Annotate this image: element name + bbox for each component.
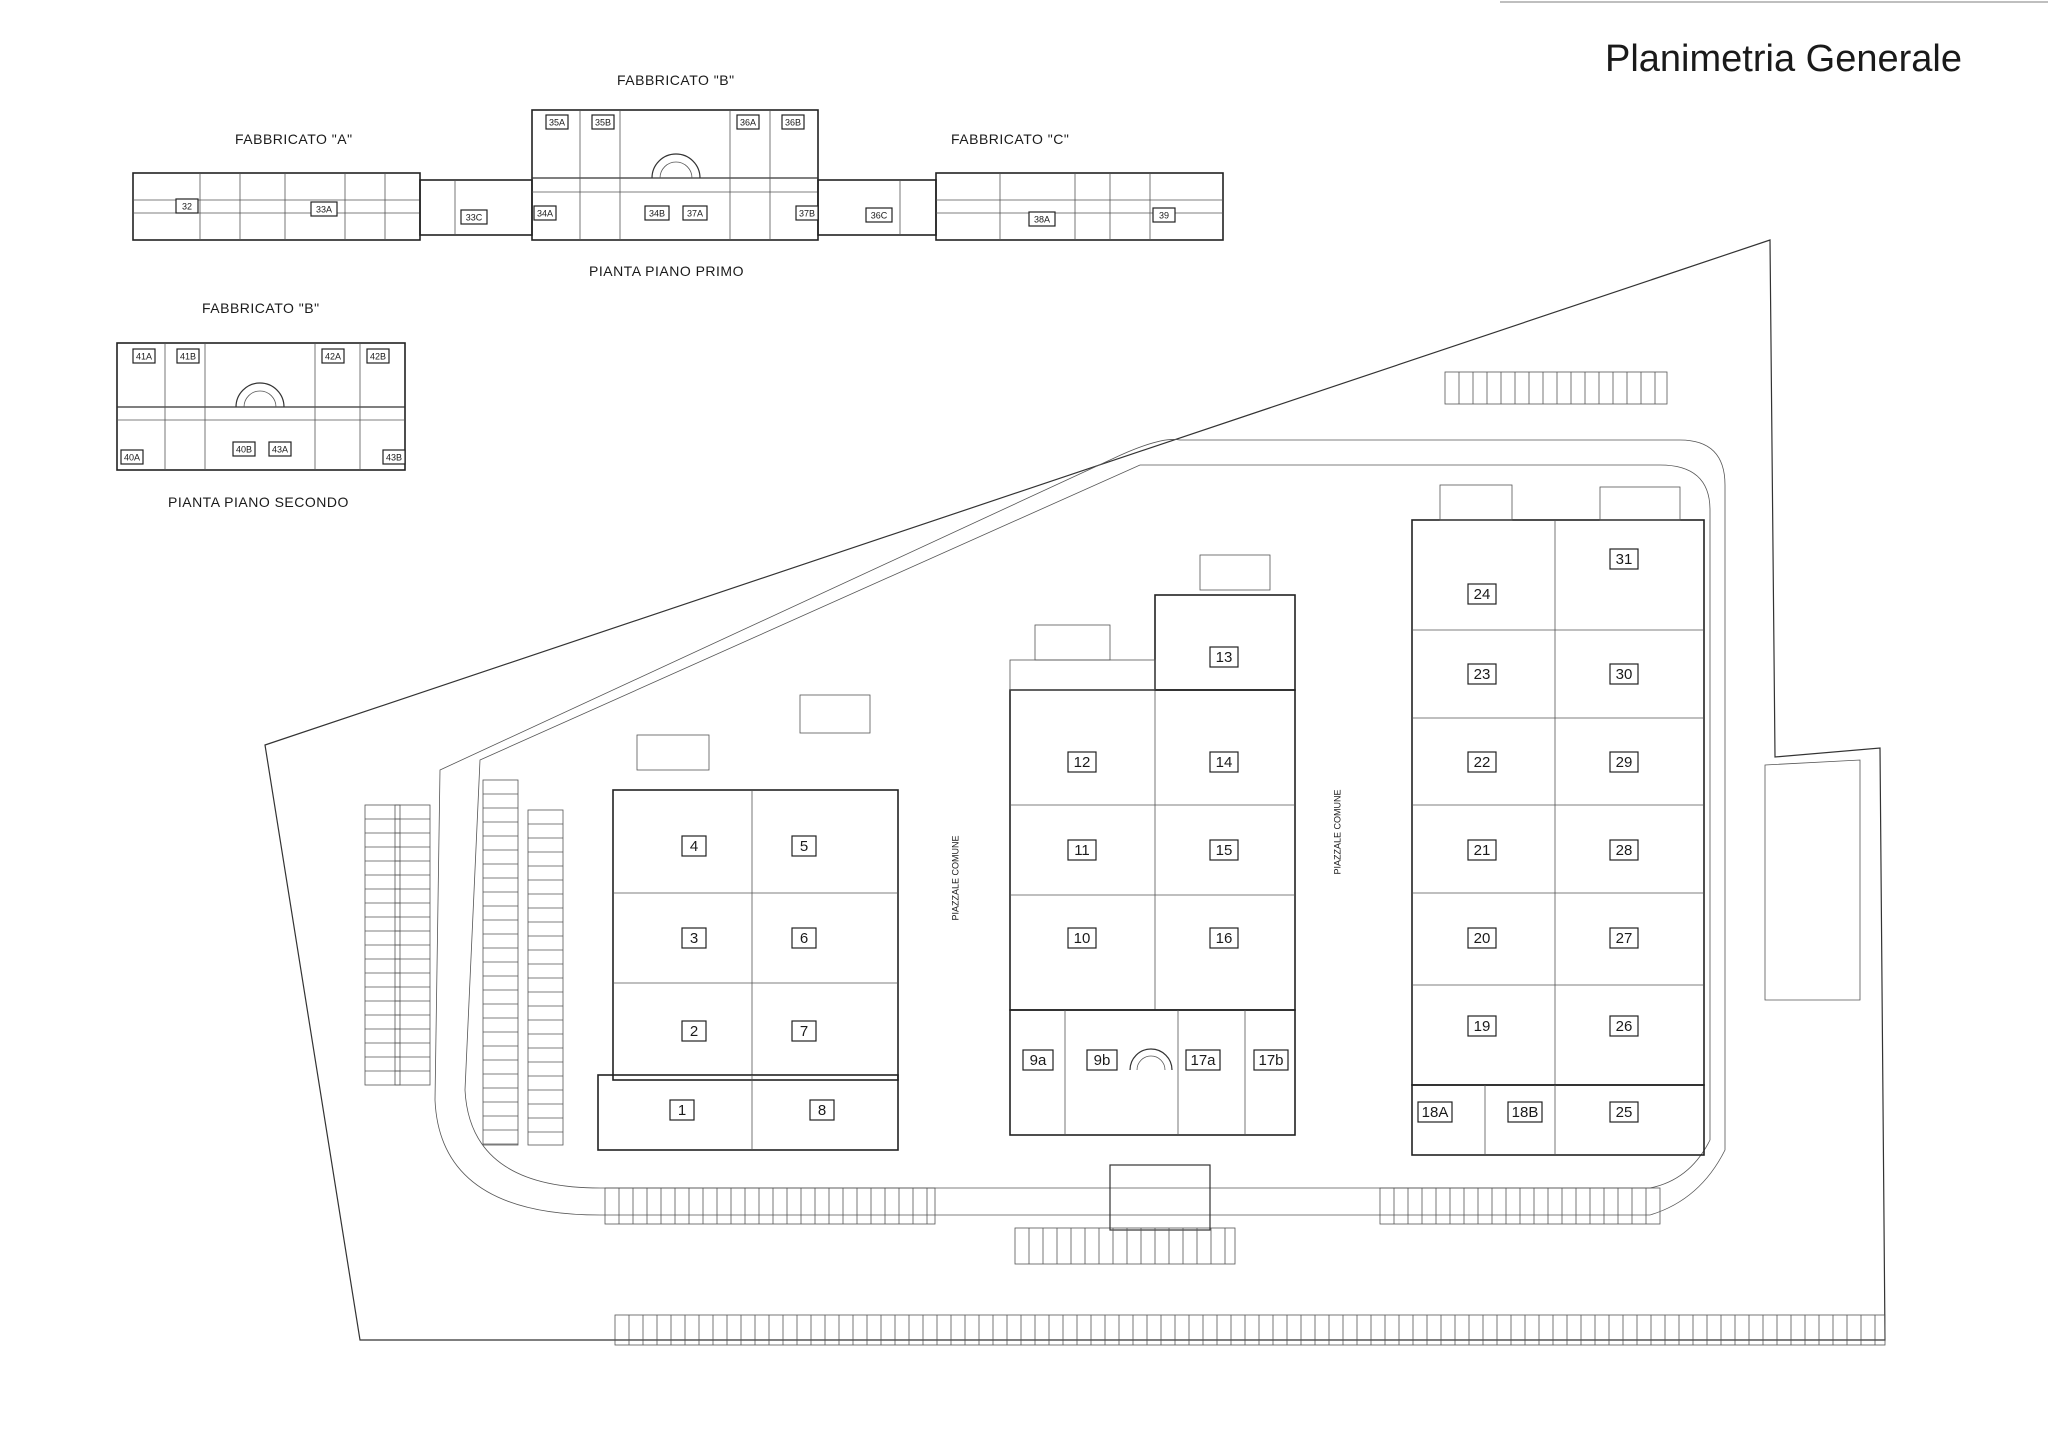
unit-tag: 23 bbox=[1474, 666, 1491, 683]
unit-tag: 19 bbox=[1474, 1018, 1491, 1035]
unit-tag: 28 bbox=[1616, 842, 1633, 859]
building-a-label: FABBRICATO "A" bbox=[235, 131, 353, 147]
unit-tag: 43A bbox=[272, 444, 288, 454]
site-plan: PIAZZALE COMUNE PIAZZALE COMUNE bbox=[264, 239, 1886, 1346]
unit-tag: 40B bbox=[236, 444, 252, 454]
unit-tag: 22 bbox=[1474, 754, 1491, 771]
central-green bbox=[1109, 1164, 1211, 1231]
unit-tag: 38A bbox=[1034, 214, 1050, 224]
unit-tag: 9b bbox=[1094, 1052, 1111, 1069]
unit-tag: 36A bbox=[740, 117, 756, 127]
building-c-label: FABBRICATO "C" bbox=[951, 131, 1069, 147]
unit-tag: 18A bbox=[1422, 1104, 1449, 1121]
unit-tag: 33C bbox=[466, 212, 483, 222]
second-floor-building-b-label: FABBRICATO "B" bbox=[202, 300, 320, 316]
unit-tag: 37A bbox=[687, 208, 703, 218]
unit-tag: 34B bbox=[649, 208, 665, 218]
unit-tag: 17b bbox=[1258, 1052, 1283, 1069]
block-west bbox=[597, 694, 899, 1151]
unit-tag: 39 bbox=[1159, 210, 1169, 220]
parking-rows bbox=[364, 371, 1886, 1346]
unit-tag: 42A bbox=[325, 351, 341, 361]
unit-tag: 35A bbox=[549, 117, 565, 127]
unit-tag: 42B bbox=[370, 351, 386, 361]
unit-tag: 36C bbox=[871, 210, 888, 220]
unit-tag: 41B bbox=[180, 351, 196, 361]
unit-tag: 30 bbox=[1616, 666, 1633, 683]
ring-road-outer bbox=[434, 439, 1726, 1216]
unit-tag: 33A bbox=[316, 204, 332, 214]
unit-tag: 7 bbox=[800, 1023, 808, 1040]
unit-tag: 35B bbox=[595, 117, 611, 127]
unit-tag: 9a bbox=[1030, 1052, 1047, 1069]
unit-tag: 26 bbox=[1616, 1018, 1633, 1035]
unit-tag: 18B bbox=[1512, 1104, 1539, 1121]
second-floor-plan: FABBRICATO "B" PIANTA PIANO SECONDO 41A … bbox=[116, 300, 406, 510]
second-floor-unit-tags: 41A 41B 42A 42B 40A 40B 43A 43B bbox=[120, 348, 406, 465]
unit-tag: 5 bbox=[800, 838, 808, 855]
unit-tag: 41A bbox=[136, 351, 152, 361]
unit-tag: 4 bbox=[690, 838, 698, 855]
building-b-label: FABBRICATO "B" bbox=[617, 72, 735, 88]
unit-tag: 37B bbox=[799, 208, 815, 218]
unit-tag: 34A bbox=[537, 208, 553, 218]
unit-tag: 1 bbox=[678, 1102, 686, 1119]
unit-tag: 11 bbox=[1074, 842, 1090, 859]
block-east bbox=[1411, 484, 1705, 1156]
block-center bbox=[1009, 554, 1296, 1136]
unit-tag: 21 bbox=[1474, 842, 1491, 859]
unit-tag: 6 bbox=[800, 930, 808, 947]
unit-tag: 32 bbox=[182, 201, 192, 211]
unit-tag: 31 bbox=[1616, 551, 1633, 568]
unit-tag: 14 bbox=[1216, 754, 1233, 771]
unit-tag: 24 bbox=[1474, 586, 1491, 603]
unit-tag: 12 bbox=[1074, 754, 1091, 771]
unit-tag: 15 bbox=[1216, 842, 1233, 859]
unit-tag: 2 bbox=[690, 1023, 698, 1040]
site-unit-tags: 1 2 3 4 5 6 7 8 9a 9b 10 11 12 13 14 15 … bbox=[669, 548, 1639, 1123]
second-floor-caption: PIANTA PIANO SECONDO bbox=[168, 494, 349, 510]
unit-tag: 10 bbox=[1074, 930, 1091, 947]
ring-road-inner bbox=[464, 464, 1711, 1189]
unit-tag: 20 bbox=[1474, 930, 1491, 947]
lot-boundary bbox=[264, 239, 1886, 1341]
unit-tag: 16 bbox=[1216, 930, 1233, 947]
first-floor-plan: FABBRICATO "A" FABBRICATO "B" FABBRICATO… bbox=[132, 72, 1224, 279]
first-floor-unit-tags: 32 33A 33C 34A 34B 35A 35B 36A 36B 37A 3… bbox=[175, 114, 1176, 227]
first-floor-caption: PIANTA PIANO PRIMO bbox=[589, 263, 744, 279]
unit-tag: 13 bbox=[1216, 649, 1233, 666]
unit-tag: 3 bbox=[690, 930, 698, 947]
unit-tag: 17a bbox=[1190, 1052, 1216, 1069]
unit-tag: 8 bbox=[818, 1102, 826, 1119]
unit-tag: 36B bbox=[785, 117, 801, 127]
unit-tag: 27 bbox=[1616, 930, 1633, 947]
page-title: Planimetria Generale bbox=[1605, 38, 1962, 80]
road-label: PIAZZALE COMUNE bbox=[1332, 789, 1342, 874]
unit-tag: 43B bbox=[386, 452, 402, 462]
unit-tag: 25 bbox=[1616, 1104, 1633, 1121]
unit-tag: 40A bbox=[124, 452, 140, 462]
unit-tag: 29 bbox=[1616, 754, 1633, 771]
road-label: PIAZZALE COMUNE bbox=[950, 835, 960, 920]
